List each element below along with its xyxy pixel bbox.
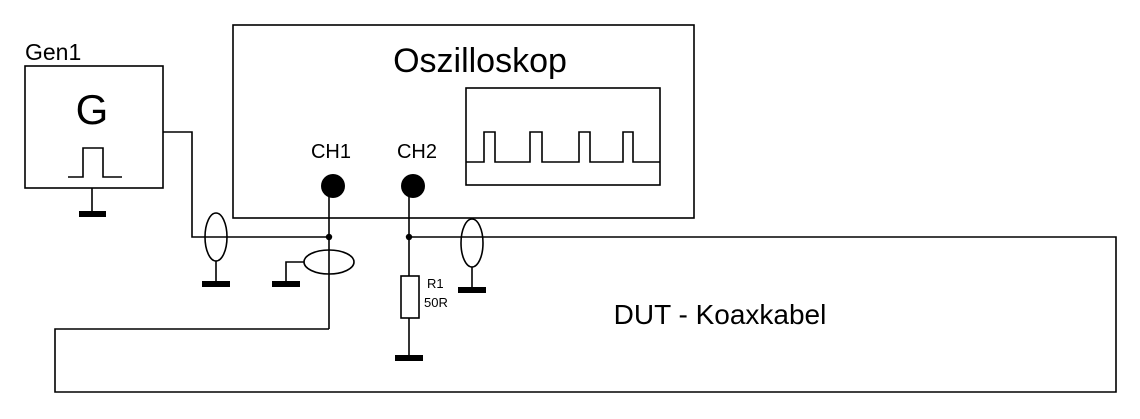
dut-coax-cable (54, 236, 1117, 393)
generator-box (24, 65, 164, 189)
pulse-icon (68, 147, 122, 178)
ground-symbol-shield-generator (202, 281, 230, 287)
junction-dot-ch2 (405, 233, 413, 241)
oscilloscope-box (232, 24, 695, 219)
generator-symbol-label: G (76, 86, 109, 133)
ground-symbol-resistor (395, 355, 423, 361)
generator-name-label: Gen1 (25, 39, 81, 65)
square-wave-trace (466, 131, 660, 163)
ch2-connector (401, 174, 425, 198)
ground-symbol-shield-dut (458, 287, 486, 293)
coax-shield-dut (460, 218, 484, 268)
ch1-connector (321, 174, 345, 198)
generator-output-cable (163, 131, 329, 238)
junction-dot-ch1 (325, 233, 333, 241)
resistor-ref-label: R1 (427, 276, 444, 291)
ch2-label: CH2 (397, 141, 437, 163)
dut-label: DUT - Koaxkabel (614, 299, 827, 330)
resistor-r1 (400, 275, 420, 319)
ground-symbol-shield-ch1 (272, 281, 300, 287)
oscilloscope-screen (465, 87, 661, 186)
oscilloscope-title: Oszilloskop (393, 42, 567, 80)
resistor-value-label: 50R (424, 295, 448, 310)
ch1-label: CH1 (311, 141, 351, 163)
ground-symbol-generator (79, 211, 106, 217)
shield-ground-lead-ch1 (285, 261, 304, 283)
